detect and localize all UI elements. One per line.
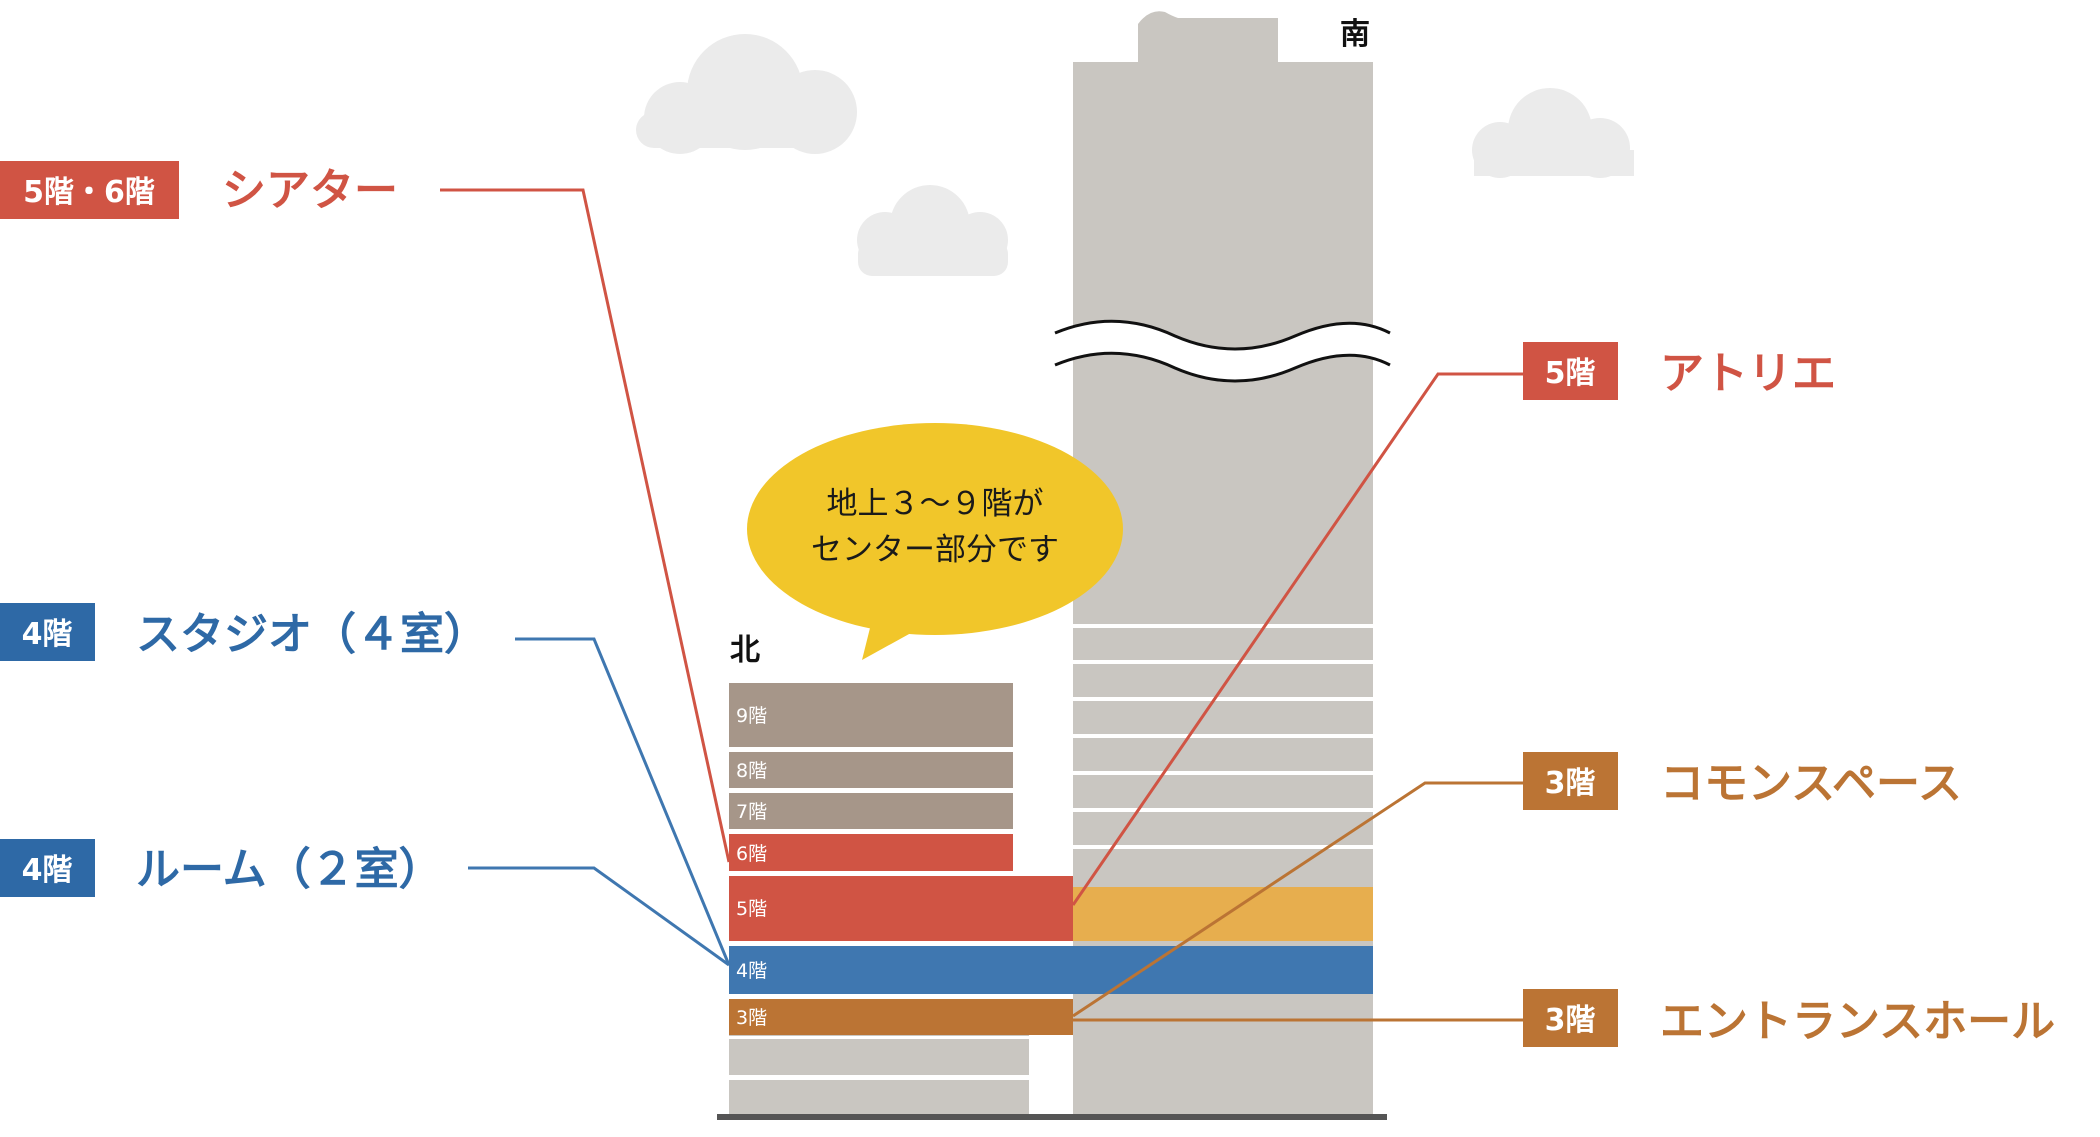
common-leader — [1072, 781, 1523, 1018]
speech-bubble: 地上３～９階が センター部分です — [747, 423, 1123, 660]
floor-3-block — [729, 999, 1073, 1035]
tower-break-line — [1054, 351, 1391, 383]
theater-badge-text: 5階・6階 — [23, 175, 155, 210]
floor-4-band — [729, 946, 1373, 994]
bubble-line-1: 地上３～９階が — [827, 486, 1044, 522]
floor-label-5: 5階 — [736, 898, 767, 920]
entrance-title: エントランスホール — [1660, 996, 2055, 1047]
ground-line — [717, 1114, 1387, 1120]
floor-label-8: 8階 — [736, 760, 767, 782]
studio-title: スタジオ（４室） — [136, 609, 488, 660]
common-space-block — [1073, 887, 1373, 941]
floor-label-6: 6階 — [736, 843, 767, 865]
studio-leader — [515, 637, 731, 966]
atelier-badge-text: 5階 — [1545, 356, 1596, 391]
room-badge-text: 4階 — [22, 853, 73, 888]
floor-label-7: 7階 — [736, 801, 767, 823]
north-label: 北 — [730, 633, 760, 668]
common-badge — [1523, 752, 1618, 810]
floor-6-block — [729, 834, 1013, 871]
leader-lines — [440, 188, 1523, 1022]
floor-label-4: 4階 — [736, 960, 767, 982]
common-title: コモンスペース — [1660, 758, 1962, 809]
atelier-leader — [1071, 372, 1523, 906]
room-badge — [0, 839, 95, 897]
bubble-line-2: センター部分です — [811, 532, 1059, 568]
cloud-3 — [1472, 88, 1634, 178]
room-leader — [468, 866, 730, 967]
atelier-title: アトリエ — [1660, 348, 1836, 399]
common-badge-text: 3階 — [1545, 766, 1596, 801]
floor-5-block — [729, 876, 1073, 941]
callout-common: 3階 コモンスペース — [1523, 752, 1962, 810]
floor-7-block — [729, 793, 1013, 829]
studio-badge-text: 4階 — [22, 617, 73, 652]
south-label: 南 — [1340, 17, 1370, 52]
south-tower — [1054, 11, 1391, 1115]
cloud-2 — [857, 185, 1008, 276]
studio-badge — [0, 603, 95, 661]
floor-label-9: 9階 — [736, 705, 767, 727]
callout-entrance: 3階 エントランスホール — [1523, 989, 2055, 1047]
entrance-badge — [1523, 989, 1618, 1047]
tower-break-line — [1054, 319, 1391, 351]
theater-title: シアター — [222, 165, 398, 216]
floor-9-block — [729, 683, 1013, 747]
room-title: ルーム（２室） — [136, 844, 443, 895]
floor-8-block — [729, 752, 1013, 788]
atelier-badge — [1523, 342, 1618, 400]
theater-badge — [0, 161, 179, 219]
callout-studio: 4階 スタジオ（４室） — [0, 603, 488, 661]
callout-atelier: 5階 アトリエ — [1523, 342, 1836, 400]
cloud-1 — [636, 34, 857, 154]
callout-theater: 5階・6階 シアター — [0, 161, 398, 219]
floor-label-3: 3階 — [736, 1007, 767, 1029]
theater-leader — [440, 188, 731, 863]
entrance-badge-text: 3階 — [1545, 1003, 1596, 1038]
tower-break-band — [1055, 321, 1390, 381]
callout-room: 4階 ルーム（２室） — [0, 839, 443, 897]
cloud-decoration — [636, 34, 1634, 276]
